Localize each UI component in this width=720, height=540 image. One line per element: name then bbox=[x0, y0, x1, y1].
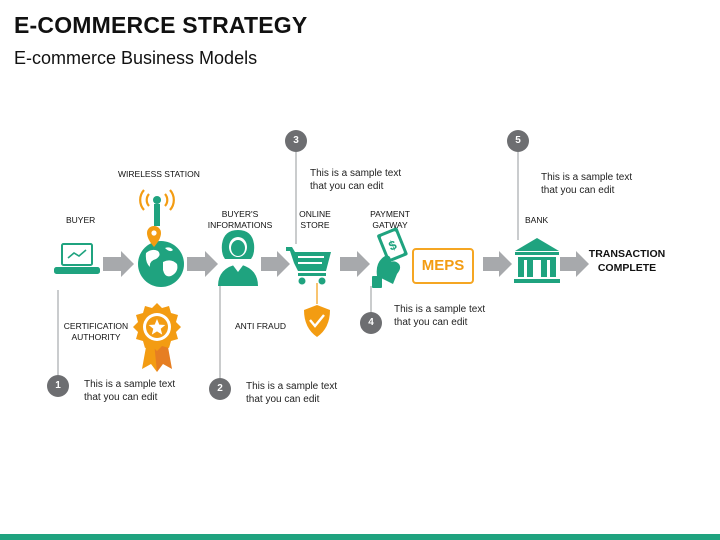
label-buyers-informations: BUYER'S INFORMATIONS bbox=[205, 209, 275, 231]
label-transaction-complete-line2: COMPLETE bbox=[597, 262, 657, 274]
step-badge-3: 3 bbox=[285, 130, 307, 152]
label-certification-authority-line1: CERTIFICATION bbox=[63, 321, 129, 331]
step-note-4-line1: This is a sample text bbox=[394, 304, 486, 315]
shield-check-icon bbox=[304, 305, 330, 337]
step-note-2-line1: This is a sample text bbox=[246, 381, 338, 392]
step-note-1-line1: This is a sample text bbox=[84, 379, 176, 390]
step-note-2-line2: that you can edit bbox=[246, 394, 320, 405]
connector-lines bbox=[57, 152, 519, 378]
label-payment-gatway-line1: PAYMENT bbox=[370, 209, 410, 219]
label-transaction-complete-line1: TRANSACTION bbox=[588, 248, 666, 260]
arrow-5 bbox=[483, 251, 512, 277]
meps-box: MEPS bbox=[412, 248, 474, 284]
bank-icon bbox=[514, 238, 560, 283]
antenna-icon bbox=[139, 189, 175, 226]
label-bank: BANK bbox=[525, 215, 549, 225]
user-icon bbox=[218, 230, 258, 286]
label-online-store-line1: ONLINE bbox=[299, 209, 331, 219]
award-ribbon-icon bbox=[133, 303, 181, 372]
bottom-accent-bar bbox=[0, 534, 720, 540]
step-badge-4: 4 bbox=[360, 312, 382, 334]
page-subtitle: E-commerce Business Models bbox=[14, 48, 258, 68]
label-wireless-station: WIRELESS STATION bbox=[118, 169, 200, 179]
step-note-1: This is a sample text that you can edit bbox=[84, 378, 175, 404]
label-certification-authority-line2: AUTHORITY bbox=[71, 332, 121, 342]
step-note-5-line2: that you can edit bbox=[541, 185, 615, 196]
label-certification-authority: CERTIFICATION AUTHORITY bbox=[62, 321, 130, 343]
label-online-store-line2: STORE bbox=[300, 220, 330, 230]
flow-arrows bbox=[103, 251, 589, 277]
arrow-2 bbox=[187, 251, 218, 277]
label-online-store: ONLINE STORE bbox=[292, 209, 338, 231]
label-anti-fraud: ANTI FRAUD bbox=[235, 321, 286, 331]
step-badge-5: 5 bbox=[507, 130, 529, 152]
label-payment-gatway-line2: GATWAY bbox=[372, 220, 408, 230]
step-badge-2: 2 bbox=[209, 378, 231, 400]
label-transaction-complete: TRANSACTION COMPLETE bbox=[585, 247, 669, 275]
hand-money-icon: $ bbox=[372, 227, 408, 288]
step-note-3: This is a sample text that you can edit bbox=[310, 167, 401, 193]
label-payment-gatway: PAYMENT GATWAY bbox=[364, 209, 416, 231]
label-buyers-informations-line2: INFORMATIONS bbox=[207, 220, 273, 230]
page-title: E-COMMERCE STRATEGY bbox=[14, 12, 308, 38]
laptop-icon bbox=[54, 243, 100, 274]
label-buyer: BUYER bbox=[66, 215, 96, 225]
arrow-4 bbox=[340, 251, 370, 277]
step-note-4-line2: that you can edit bbox=[394, 317, 468, 328]
label-buyers-informations-line1: BUYER'S bbox=[221, 209, 259, 219]
arrow-6 bbox=[560, 251, 589, 277]
step-note-3-line1: This is a sample text bbox=[310, 168, 402, 179]
step-note-4: This is a sample text that you can edit bbox=[394, 303, 485, 329]
arrow-3 bbox=[261, 251, 290, 277]
step-note-2: This is a sample text that you can edit bbox=[246, 380, 337, 406]
shopping-cart-icon bbox=[286, 247, 331, 285]
step-note-5: This is a sample text that you can edit bbox=[541, 171, 632, 197]
step-badge-1: 1 bbox=[47, 375, 69, 397]
arrow-1 bbox=[103, 251, 134, 277]
step-note-1-line2: that you can edit bbox=[84, 392, 158, 403]
step-note-5-line1: This is a sample text bbox=[541, 172, 633, 183]
globe-pin-icon bbox=[138, 226, 184, 287]
step-note-3-line2: that you can edit bbox=[310, 181, 384, 192]
